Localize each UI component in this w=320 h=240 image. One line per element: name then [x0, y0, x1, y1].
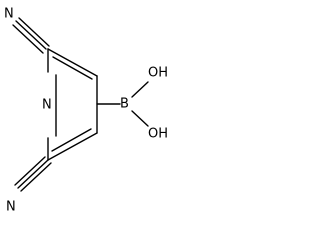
nitrile-bond-lower-a [17, 159, 49, 189]
atom-label-n-ring: N [42, 98, 52, 113]
nitrile-bond-lower-c [20, 162, 52, 192]
ring-bond-c5-inner [51, 128, 92, 152]
bond-boron-oh-upper [131, 81, 149, 98]
boronic-acid-group [96, 81, 149, 127]
ring-bond-c3-c4-inner [52, 56, 93, 80]
atom-label-boron: B [120, 97, 129, 112]
bond-boron-oh-lower [131, 110, 149, 127]
nitrile-bond-lower-b [14, 156, 46, 186]
boronic-acid-structure: N N B OH OH N [4, 7, 168, 215]
pyridine-ring [47, 48, 98, 161]
ring-bond-c2-c3 [47, 48, 98, 77]
nitrile-bond-upper-b [12, 24, 44, 54]
atom-label-oh-upper: OH [148, 66, 168, 81]
nitrile-bond-upper-a [15, 20, 47, 50]
atom-label-oh-lower: OH [148, 127, 168, 142]
atom-label-n-top: N [4, 7, 14, 22]
ring-bond-c4-c5 [47, 132, 98, 161]
upper-nitrile-group [12, 17, 50, 54]
lower-nitrile-group [14, 156, 52, 192]
nitrile-bond-upper-c [18, 17, 50, 47]
atom-label-n-bottom: N [6, 200, 16, 215]
